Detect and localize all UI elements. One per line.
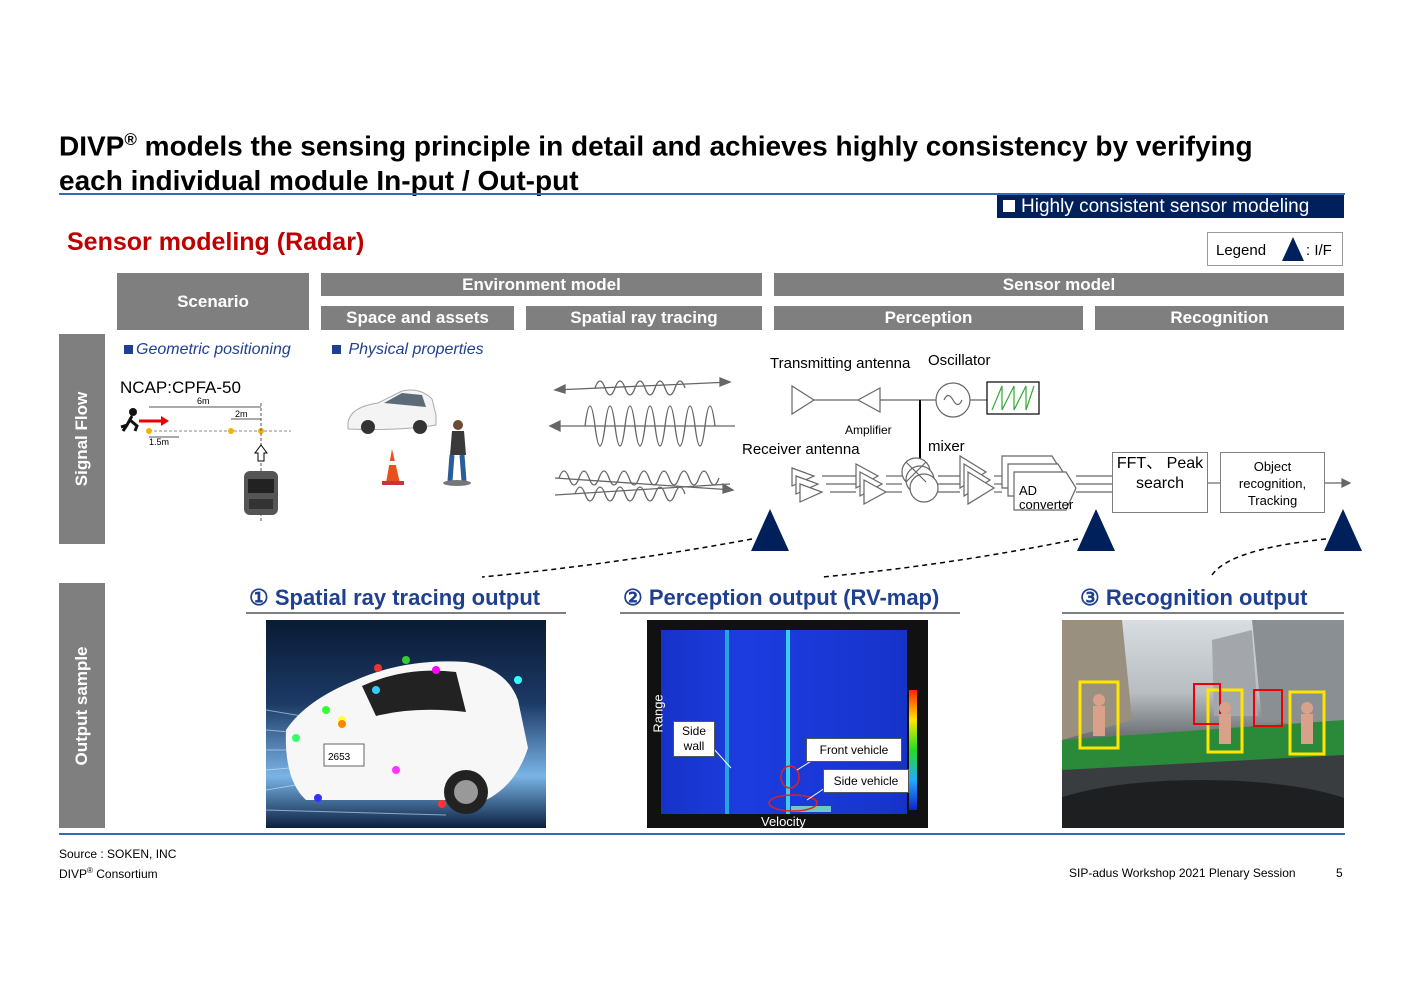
section-subtitle: Sensor modeling (Radar) bbox=[67, 228, 365, 256]
perception-block-diagram bbox=[791, 381, 1352, 511]
scenario-diagram: 6m 2m 1.5m bbox=[120, 396, 291, 521]
output-rule bbox=[246, 612, 566, 614]
legend-label: Legend bbox=[1216, 242, 1267, 259]
title-rule bbox=[59, 193, 1345, 195]
receiver-antenna-label: Receiver antenna bbox=[742, 441, 860, 458]
car-icon bbox=[347, 389, 437, 434]
ncap-label: NCAP:CPFA-50 bbox=[120, 378, 241, 397]
footer-rule bbox=[59, 833, 1345, 835]
dim-1-5m: 1.5m bbox=[149, 437, 169, 447]
dim-2m: 2m bbox=[235, 409, 248, 419]
output-rule bbox=[620, 612, 960, 614]
output-rule bbox=[1062, 612, 1344, 614]
interface-triangle-icon bbox=[1282, 237, 1304, 261]
dim-6m: 6m bbox=[197, 396, 210, 406]
source-note: Source : SOKEN, INC bbox=[59, 847, 177, 861]
rv-map-x-axis-label: Velocity bbox=[761, 814, 806, 828]
legend-meaning: : I/F bbox=[1306, 242, 1332, 259]
output-heading-perception: ② Perception output (RV-map) bbox=[623, 585, 940, 610]
recognition-output-image bbox=[1062, 620, 1344, 828]
header-scenario: Scenario bbox=[117, 273, 309, 330]
interface-triangle-icon bbox=[1077, 509, 1115, 551]
header-recognition: Recognition bbox=[1095, 306, 1344, 330]
antenna-icon bbox=[791, 384, 816, 416]
transmitting-antenna-label: Transmitting antenna bbox=[770, 355, 911, 372]
side-vehicle-callout: Side vehicle bbox=[823, 769, 909, 793]
pedestrian-icon bbox=[443, 420, 471, 486]
oscillator-icon bbox=[935, 382, 971, 418]
rv-map-output-image: Range Velocity Side wall Front vehicle S… bbox=[647, 620, 928, 828]
ray-tracing-output-image: 2653 bbox=[266, 620, 546, 828]
amplifier-label: Amplifier bbox=[845, 423, 892, 437]
header-spatial-ray-tracing: Spatial ray tracing bbox=[526, 306, 762, 330]
header-perception: Perception bbox=[774, 306, 1083, 330]
output-heading-ray-tracing: ① Spatial ray tracing output bbox=[249, 585, 541, 610]
ray-tracing-waves bbox=[548, 377, 735, 502]
page-title: DIVP® models the sensing principle in de… bbox=[59, 130, 1253, 197]
pedestrian-icon bbox=[120, 408, 139, 432]
oscillator-label: Oscillator bbox=[928, 352, 991, 369]
traffic-cone-icon bbox=[382, 449, 404, 485]
license-plate: 2653 bbox=[328, 752, 351, 763]
event-label: SIP-adus Workshop 2021 Plenary Session bbox=[1069, 866, 1296, 880]
header-sensor-model: Sensor model bbox=[774, 273, 1344, 296]
section-tag: Highly consistent sensor modeling bbox=[997, 195, 1344, 218]
scenario-bullet: Geometric positioning bbox=[124, 341, 291, 359]
row-label-signal-flow: Signal Flow bbox=[59, 334, 105, 544]
space-assets-bullet: Physical properties bbox=[332, 341, 484, 359]
ad-converter-label: AD converter bbox=[1019, 483, 1074, 512]
side-wall-callout: Side wall bbox=[673, 721, 715, 757]
interface-triangle-icon bbox=[1324, 509, 1362, 551]
output-connectors bbox=[481, 538, 1327, 578]
legend: Legend : I/F bbox=[1207, 232, 1343, 266]
interface-triangle-icon bbox=[751, 509, 789, 551]
consortium-label: DIVP® Consortium bbox=[59, 866, 158, 881]
mixer-label: mixer bbox=[928, 438, 965, 455]
front-vehicle-callout: Front vehicle bbox=[806, 738, 902, 762]
mixer-icon bbox=[901, 457, 939, 503]
header-space-assets: Space and assets bbox=[321, 306, 514, 330]
row-label-output-sample: Output sample bbox=[59, 583, 105, 828]
header-environment-model: Environment model bbox=[321, 273, 762, 296]
output-heading-recognition: ③ Recognition output bbox=[1080, 585, 1308, 610]
fft-peak-search-box: FFT、 Peak search bbox=[1112, 452, 1208, 513]
car-icon bbox=[244, 471, 278, 515]
assets-illustration bbox=[347, 389, 471, 486]
page-number: 5 bbox=[1336, 866, 1343, 880]
object-recognition-box: Object recognition, Tracking bbox=[1220, 452, 1325, 513]
